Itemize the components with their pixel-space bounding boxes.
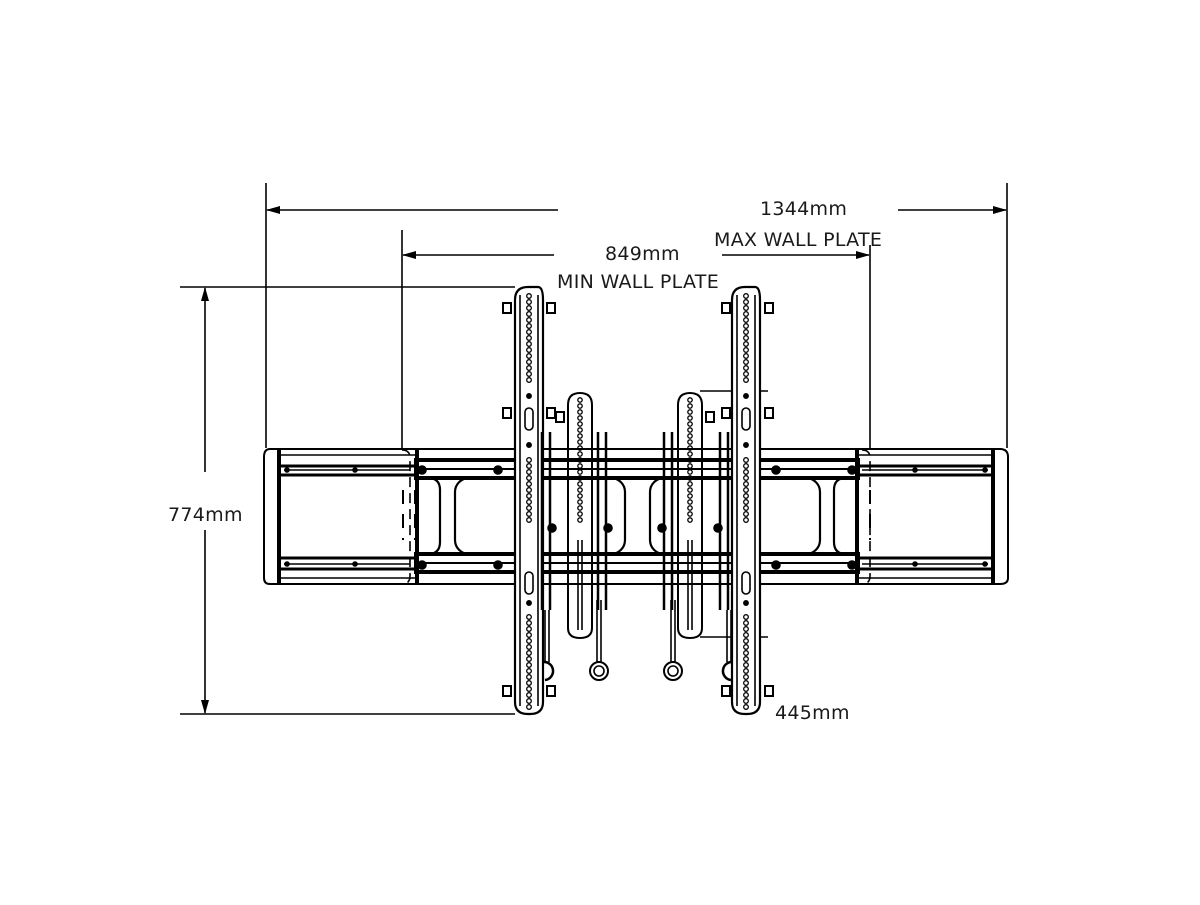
center-wall-plate bbox=[414, 448, 860, 585]
dimension-1344-value: 1344mm bbox=[760, 198, 848, 220]
rail-hole-patterns bbox=[526, 293, 749, 710]
dimension-774 bbox=[180, 286, 515, 715]
left-inner-bracket bbox=[540, 391, 613, 640]
right-vertical-rail bbox=[721, 285, 774, 716]
dimension-445-value: 445mm bbox=[775, 702, 850, 724]
pull-cord-eyelets bbox=[542, 600, 734, 682]
dimension-849 bbox=[401, 230, 871, 448]
right-extension-arm bbox=[855, 448, 1009, 585]
left-extension-arm bbox=[263, 448, 419, 585]
dimension-849-label: MIN WALL PLATE bbox=[557, 271, 720, 293]
dimension-774-value: 774mm bbox=[168, 504, 243, 526]
dimension-1344-label: MAX WALL PLATE bbox=[714, 229, 883, 251]
dimension-1344 bbox=[265, 183, 1008, 448]
dimension-849-value: 849mm bbox=[605, 243, 680, 265]
left-vertical-rail bbox=[502, 285, 556, 716]
right-inner-bracket bbox=[657, 391, 730, 640]
